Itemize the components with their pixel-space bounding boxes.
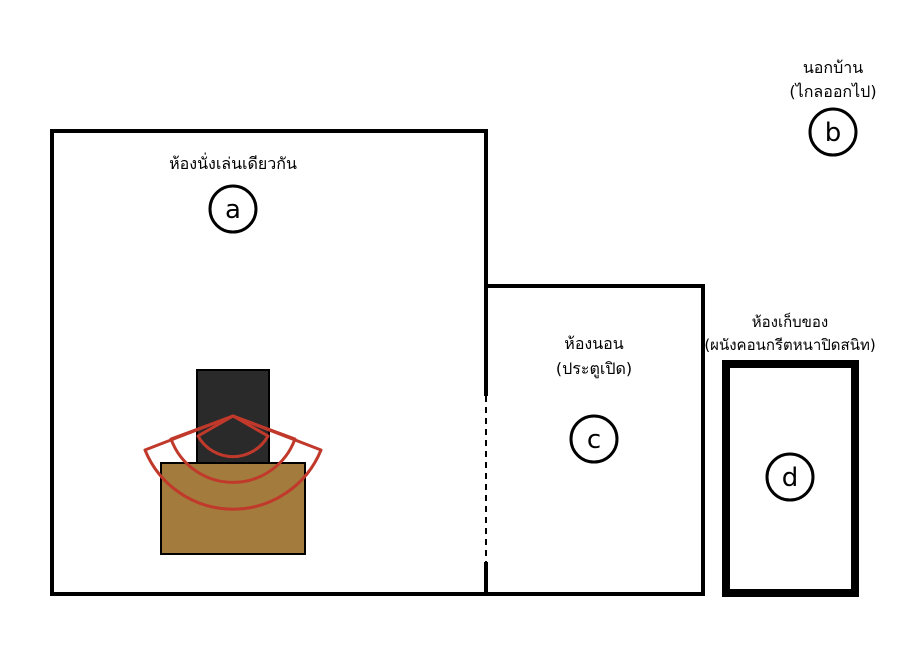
marker-d-letter: d — [782, 463, 799, 493]
marker-c-letter: c — [587, 425, 601, 455]
signal-arc-middle — [169, 414, 297, 484]
storage-room — [722, 360, 859, 597]
marker-a-circle — [208, 184, 258, 234]
outside-label-line2: (ไกลออกไป) — [789, 82, 876, 101]
living-room-label: ห้องนั่งเล่นเดียวกัน — [169, 152, 297, 173]
marker-b-circle — [808, 107, 858, 157]
device-box — [196, 369, 270, 467]
marker-a-letter: a — [225, 195, 241, 225]
wifi-signal-arcs — [143, 414, 323, 511]
storage-label-line2: (ผนังคอนกรีตหนาปิดสนิท) — [704, 336, 875, 354]
marker-b-letter: b — [825, 118, 842, 148]
marker-c: c — [569, 414, 619, 464]
marker-c-circle — [569, 414, 619, 464]
signal-arc-inner — [196, 414, 270, 459]
outside-label-line1: นอกบ้าน — [803, 58, 863, 77]
storage-room-walls — [722, 360, 859, 597]
storage-label-line1: ห้องเก็บของ — [752, 312, 829, 331]
router-furniture — [160, 369, 306, 555]
signal-arc-outer — [143, 414, 323, 511]
marker-a: a — [208, 184, 258, 234]
marker-b: b — [808, 107, 858, 157]
marker-d-circle — [765, 452, 815, 502]
bedroom-label-line1: ห้องนอน — [564, 334, 624, 353]
bedroom-label-line2: (ประตูเปิด) — [556, 359, 632, 379]
marker-d: d — [765, 452, 815, 502]
